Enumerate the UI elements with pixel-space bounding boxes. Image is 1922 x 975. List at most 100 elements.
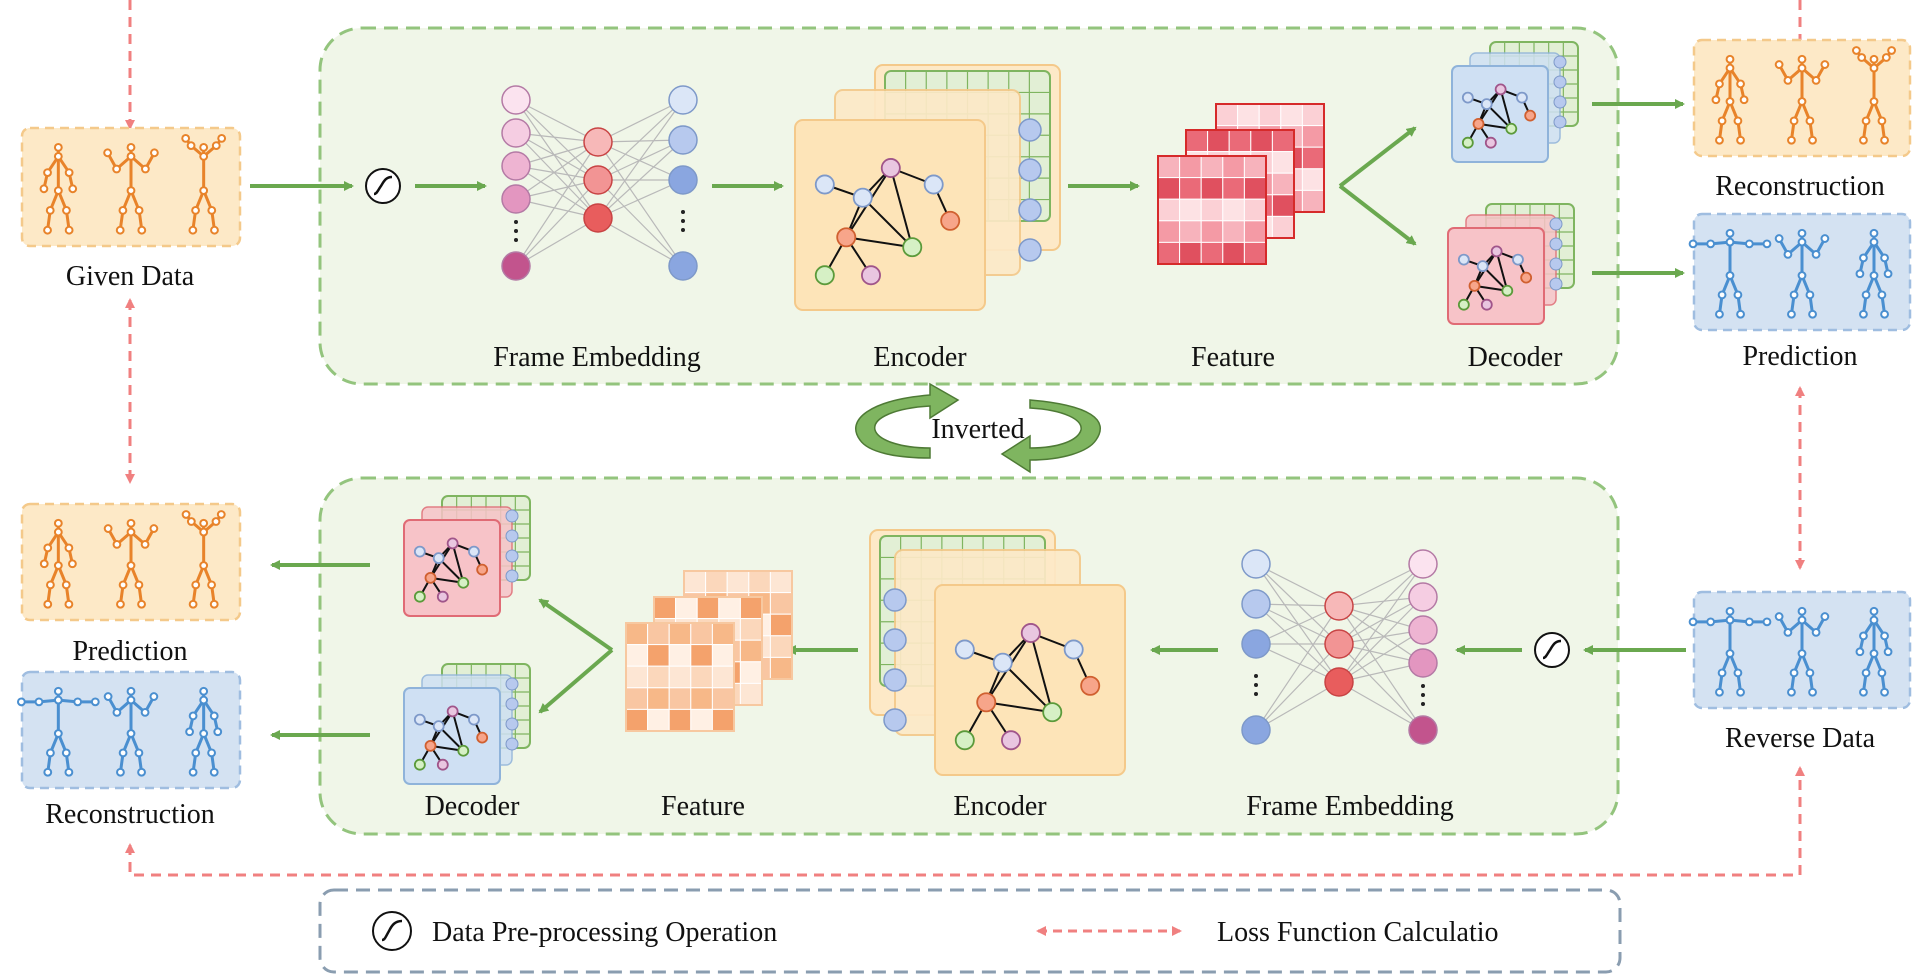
feature-cell [1157,198,1181,222]
feature-cell [748,570,771,594]
graph-node [505,529,519,543]
graph-node [1549,237,1563,251]
graph-node [1457,298,1470,311]
skeleton-figure [103,143,159,235]
skeleton-figure [185,686,223,777]
graph-node [1457,253,1470,266]
prediction-left-box [20,502,242,622]
feature-cell [1215,103,1239,127]
feature-cell [1243,177,1267,200]
feature-cell [1222,241,1245,265]
flow-arrows [250,99,1686,740]
graph-node [476,563,489,576]
output-node [668,125,698,155]
input-node [1241,715,1271,745]
feature-cell [739,682,763,706]
decoder-reconstruction-stack [403,663,531,785]
stack-card [934,584,1126,776]
graph-node [424,571,437,584]
hidden-node [1324,591,1354,621]
graph-node [1476,260,1489,273]
graph-node [457,744,470,757]
decoder-label: Decoder [425,791,521,822]
feature-cell [647,665,670,689]
feature-cell [1179,241,1202,265]
stack-card [403,687,501,785]
graph-node [1018,198,1042,222]
input-node [501,151,531,181]
feature-cell [1200,155,1224,179]
graph-node [432,720,445,733]
feature-cell [711,708,735,732]
feature-cell [1271,151,1295,174]
graph-node [1080,675,1101,696]
stack-card [403,519,501,617]
feature-cell [690,644,713,667]
input-node [1241,589,1271,619]
graph-node [883,588,907,612]
feature-cell [711,687,735,710]
stack-card [1451,65,1549,163]
graph-node [436,590,449,603]
skeleton-figure [1711,54,1749,145]
feature-cell [718,596,741,620]
output-node [1408,615,1438,645]
ellipsis-dot [1421,693,1425,697]
graph-node [902,237,923,258]
ellipsis-dot [1421,684,1425,688]
graph-node [1461,91,1474,104]
graph-node [1480,98,1493,111]
feature-cell [1243,198,1267,222]
feature-cell [1301,189,1325,213]
feature-cell [1179,155,1202,179]
feature-cell [711,644,735,667]
graph-node [436,758,449,771]
graph-node [1063,639,1084,660]
skeleton-figure [1774,228,1830,319]
graph-node [413,713,426,726]
skeleton-figure [1688,228,1772,319]
legend-loss-label: Loss Function Calculatio [1217,917,1499,948]
feature-cell [739,596,763,620]
feature-cell [668,708,692,732]
reconstruction-left-box [16,670,242,790]
encoder-graph-stack [794,64,1061,311]
graph-node [1480,298,1493,311]
feature-cell [647,644,670,667]
feature-label: Feature [1191,342,1275,373]
feature-cell [1222,177,1245,200]
graph-node [468,713,480,726]
graph-node [1001,730,1021,751]
graph-node [505,569,519,583]
frame-embedding-network [501,85,698,281]
prediction-output-box [1688,212,1912,332]
graph-node [476,731,489,744]
output-node [668,165,698,195]
graph-node [446,537,459,550]
prediction-left-label: Prediction [72,636,187,667]
feature-cell [625,708,649,732]
output-node [1408,715,1438,745]
graph-node [432,552,445,565]
output-node [668,85,698,115]
feature-cell [739,618,763,641]
feature-cell [1157,220,1181,243]
feature-cell [1157,241,1181,265]
skeleton-figure [1855,606,1893,697]
ellipsis-dot [681,228,685,232]
stack-card [794,119,986,311]
skeleton-figure [181,510,226,609]
feature-cell [625,622,649,646]
feature-cell [739,661,763,684]
skeleton-figure [103,686,159,777]
feature-cell [1200,177,1224,200]
input-node [501,85,531,115]
graph-node [424,739,437,752]
graph-node [1553,115,1567,129]
feature-cell [625,665,649,689]
encoder-label: Encoder [953,791,1047,822]
feature-cell [625,644,649,667]
skeleton-figure [16,686,100,777]
ellipsis-dot [1421,702,1425,706]
ellipsis-dot [1254,683,1258,687]
